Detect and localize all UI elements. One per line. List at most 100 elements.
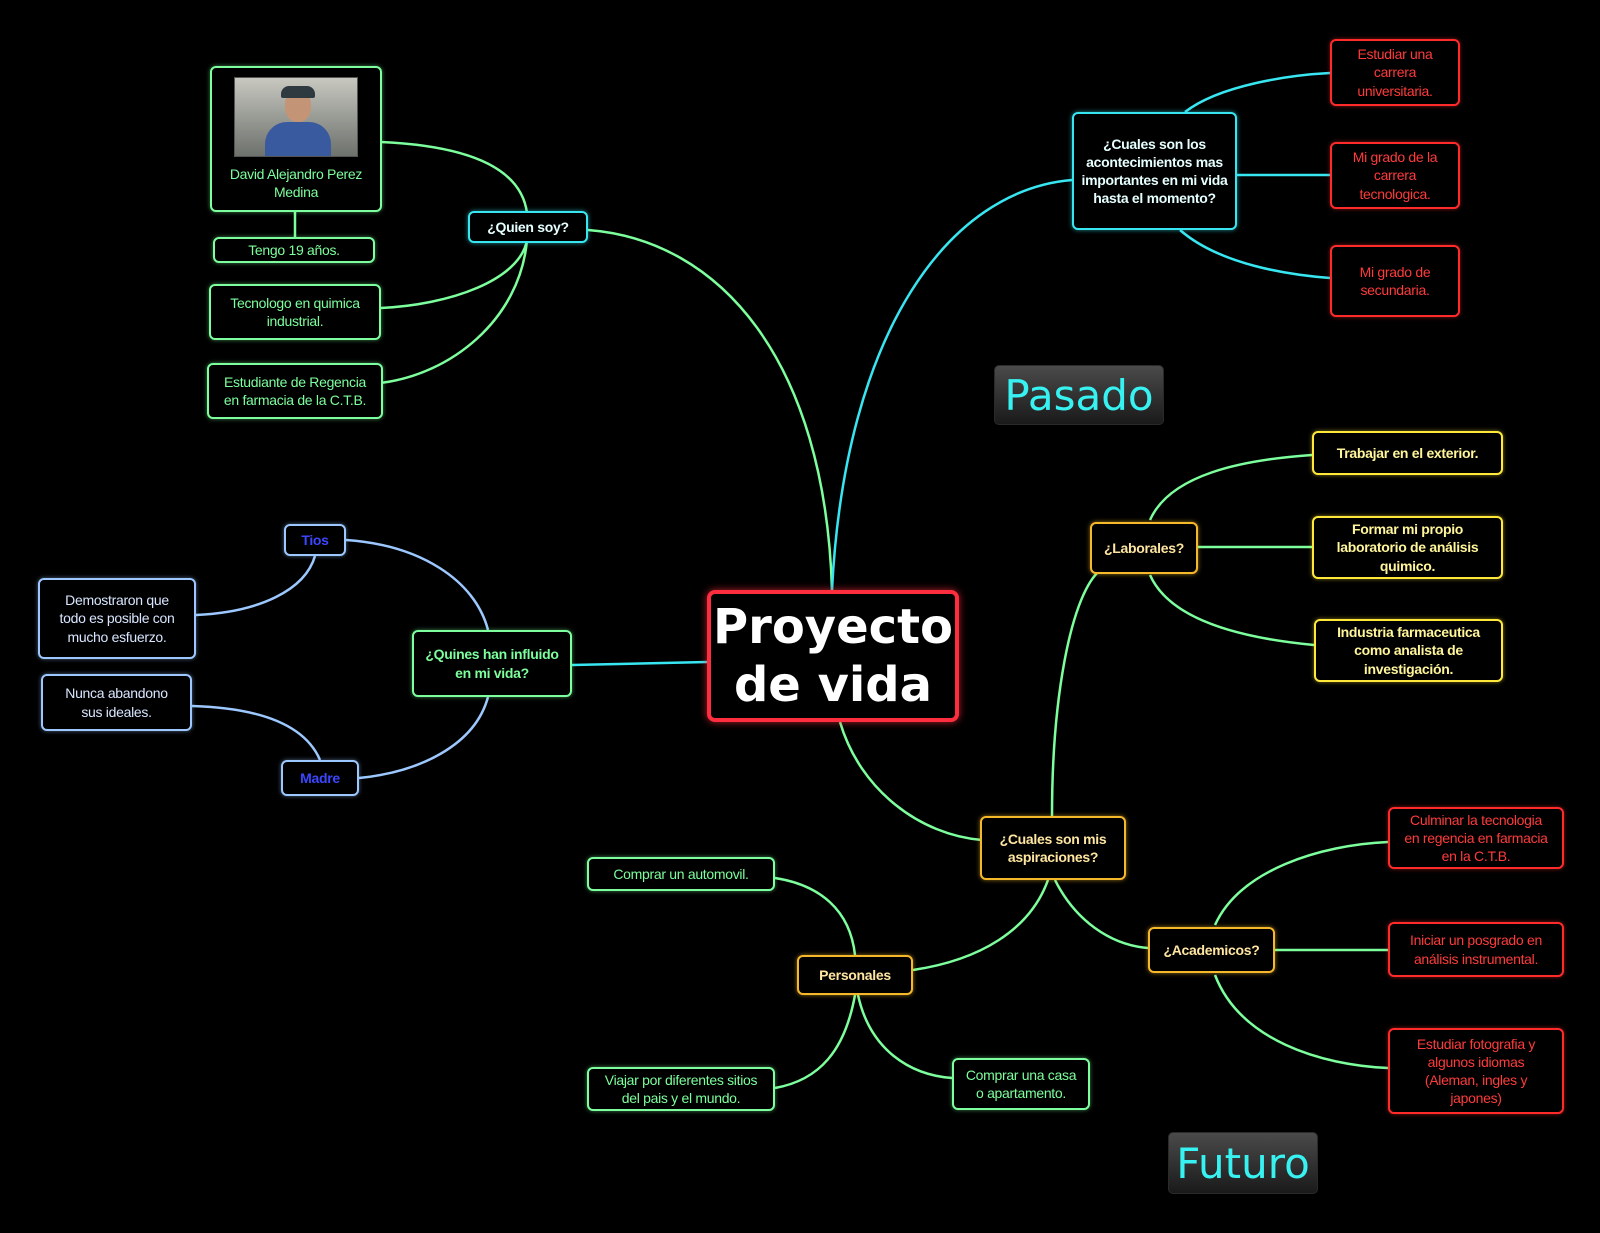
- academicos-item1-line2: en regencia en farmacia: [1404, 829, 1548, 846]
- laborales-item3-line1: Industria farmaceutica: [1337, 624, 1480, 641]
- node-acontecimientos[interactable]: ¿Cuales son los acontecimientos mas impo…: [1072, 112, 1237, 230]
- influido-title-line1: ¿Quines han influido: [425, 646, 559, 663]
- laborales-item3-line3: investigación.: [1363, 660, 1454, 677]
- link-acont-item3: [1179, 229, 1331, 280]
- link-personales-item1: [774, 876, 857, 956]
- laborales-item1-line1: Trabajar en el exterior.: [1336, 444, 1479, 461]
- node-age[interactable]: Tengo 19 años.: [213, 237, 375, 263]
- acont-title-line2: acontecimientos mas: [1086, 153, 1223, 170]
- node-laborales[interactable]: ¿Laborales?: [1090, 522, 1198, 574]
- node-laborales-item-1[interactable]: Trabajar en el exterior.: [1312, 431, 1503, 475]
- node-estudiante[interactable]: Estudiante de Regencia en farmacia de la…: [207, 363, 383, 419]
- tios-text-line2: todo es posible con: [59, 610, 175, 627]
- link-influido-madre: [358, 696, 490, 780]
- node-tios[interactable]: Tios: [284, 524, 346, 556]
- link-aspiraciones-laborales: [1050, 571, 1099, 817]
- node-academicos-item-3[interactable]: Estudiar fotografia y algunos idiomas (A…: [1388, 1028, 1564, 1114]
- laborales-item2-line1: Formar mi propio: [1351, 521, 1464, 538]
- academicos-item3-line4: japones): [1450, 1090, 1502, 1107]
- tecnologo-line1: Tecnologo en quimica: [230, 294, 360, 311]
- label-futuro: Futuro: [1168, 1132, 1318, 1194]
- link-academicos-item3: [1213, 974, 1389, 1070]
- profile-photo: [234, 76, 358, 157]
- node-laborales-item-3[interactable]: Industria farmaceutica como analista de …: [1314, 619, 1503, 682]
- center-node[interactable]: Proyecto de vida: [707, 590, 959, 722]
- laborales-label: ¿Laborales?: [1104, 539, 1184, 556]
- acont-item1-line1: Estudiar una: [1357, 46, 1433, 63]
- personales-item3-line2: o apartamento.: [976, 1085, 1066, 1101]
- node-madre[interactable]: Madre: [281, 760, 359, 796]
- node-academicos-item-2[interactable]: Iniciar un posgrado en análisis instrume…: [1388, 922, 1564, 977]
- laborales-item2-line3: quimico.: [1379, 557, 1436, 574]
- personales-item2-line1: Viajar por diferentes sitios: [604, 1071, 758, 1088]
- node-quien-soy[interactable]: ¿Quien soy?: [468, 211, 588, 243]
- tios-label: Tios: [301, 531, 329, 548]
- link-acont-item1: [1184, 71, 1331, 113]
- link-aspiraciones-personales: [912, 879, 1050, 972]
- acont-title-line3: importantes en mi vida: [1081, 172, 1228, 188]
- tecnologo-line2: industrial.: [266, 313, 324, 329]
- personales-label: Personales: [819, 966, 891, 983]
- node-academicos-item-1[interactable]: Culminar la tecnologia en regencia en fa…: [1388, 807, 1564, 869]
- personales-item1-line1: Comprar un automovil.: [613, 865, 749, 882]
- estudiante-line1: Estudiante de Regencia: [223, 373, 367, 390]
- link-madre-text: [191, 704, 322, 761]
- node-profile[interactable]: David Alejandro Perez Medina: [210, 66, 382, 212]
- acont-item2-line3: tecnologica.: [1359, 185, 1431, 202]
- node-acont-item-2[interactable]: Mi grado de la carrera tecnologica.: [1330, 142, 1460, 209]
- acont-item1-line3: universitaria.: [1357, 82, 1433, 99]
- node-tecnologo[interactable]: Tecnologo en quimica industrial.: [209, 284, 381, 340]
- node-acont-item-3[interactable]: Mi grado de secundaria.: [1330, 245, 1460, 317]
- link-personales-item3: [856, 994, 953, 1080]
- acont-item1-line2: carrera: [1373, 64, 1417, 81]
- aspiraciones-line2: aspiraciones?: [1007, 849, 1099, 865]
- profile-name-line1: David Alejandro Perez: [229, 165, 363, 182]
- link-laborales-item3: [1148, 574, 1315, 647]
- node-acont-item-1[interactable]: Estudiar una carrera universitaria.: [1330, 39, 1460, 106]
- node-personales-item-1[interactable]: Comprar un automovil.: [587, 857, 775, 891]
- aspiraciones-line1: ¿Cuales son mis: [999, 830, 1107, 847]
- acont-item3-line2: secundaria.: [1360, 282, 1430, 298]
- academicos-item2-line2: análisis instrumental.: [1413, 950, 1539, 967]
- personales-item3-line1: Comprar una casa: [965, 1066, 1077, 1083]
- link-center-aspiraciones: [838, 721, 983, 842]
- link-influido-tios: [345, 538, 490, 631]
- link-quien-tecnologo: [379, 239, 529, 310]
- node-influido[interactable]: ¿Quines han influido en mi vida?: [412, 630, 572, 697]
- label-pasado: Pasado: [994, 365, 1164, 425]
- link-quien-estudiante: [379, 239, 529, 385]
- node-laborales-item-2[interactable]: Formar mi propio laboratorio de análisis…: [1312, 516, 1503, 579]
- link-center-influido: [571, 660, 708, 667]
- node-personales-item-3[interactable]: Comprar una casa o apartamento.: [952, 1058, 1090, 1110]
- academicos-item3-line3: (Aleman, ingles y: [1424, 1072, 1528, 1088]
- academicos-label: ¿Academicos?: [1163, 941, 1260, 958]
- link-personales-item2: [774, 994, 857, 1090]
- node-personales-item-2[interactable]: Viajar por diferentes sitios del pais y …: [587, 1067, 775, 1111]
- madre-label: Madre: [300, 769, 340, 786]
- personales-item2-line2: del pais y el mundo.: [621, 1090, 741, 1106]
- node-aspiraciones[interactable]: ¿Cuales son mis aspiraciones?: [980, 816, 1126, 880]
- link-laborales-item1: [1148, 453, 1313, 521]
- link-tios-text: [195, 555, 317, 617]
- center-title-line2: de vida: [733, 657, 933, 713]
- node-tios-text[interactable]: Demostraron que todo es posible con much…: [38, 578, 196, 659]
- academicos-item2-line1: Iniciar un posgrado en: [1410, 932, 1542, 949]
- node-academicos[interactable]: ¿Academicos?: [1148, 927, 1275, 973]
- link-aspiraciones-academicos: [1053, 879, 1149, 950]
- profile-name-line2: Medina: [273, 184, 319, 200]
- link-academicos-item1: [1213, 840, 1389, 926]
- node-personales[interactable]: Personales: [797, 955, 913, 995]
- academicos-item3-line2: algunos idiomas: [1427, 1053, 1525, 1070]
- link-center-quien: [587, 228, 834, 591]
- academicos-item1-line1: Culminar la tecnologia: [1410, 811, 1542, 828]
- quien-soy-label: ¿Quien soy?: [487, 218, 569, 235]
- laborales-item2-line2: laboratorio de análisis: [1336, 539, 1479, 556]
- node-madre-text[interactable]: Nunca abandono sus ideales.: [41, 674, 192, 731]
- acont-title-line1: ¿Cuales son los: [1103, 135, 1206, 152]
- laborales-item3-line2: como analista de: [1354, 642, 1463, 659]
- link-center-acontecimientos: [830, 178, 1073, 591]
- center-title-line1: Proyecto: [712, 599, 954, 655]
- academicos-item1-line3: en la C.T.B.: [1441, 848, 1511, 865]
- acont-item2-line1: Mi grado de la: [1352, 149, 1438, 166]
